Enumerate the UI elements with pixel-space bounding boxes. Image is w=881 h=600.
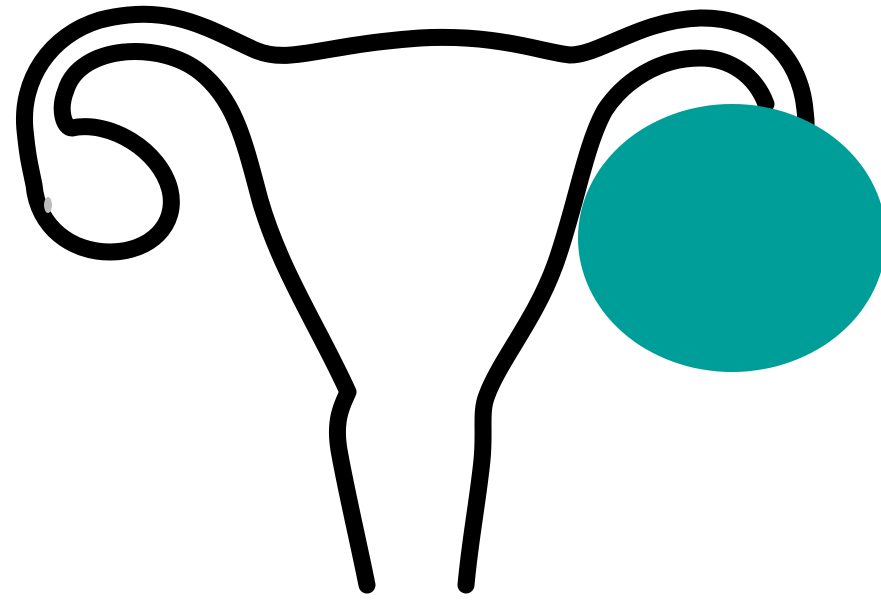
left-edge-mark [44,197,52,213]
ovary-highlight-circle [578,104,881,372]
